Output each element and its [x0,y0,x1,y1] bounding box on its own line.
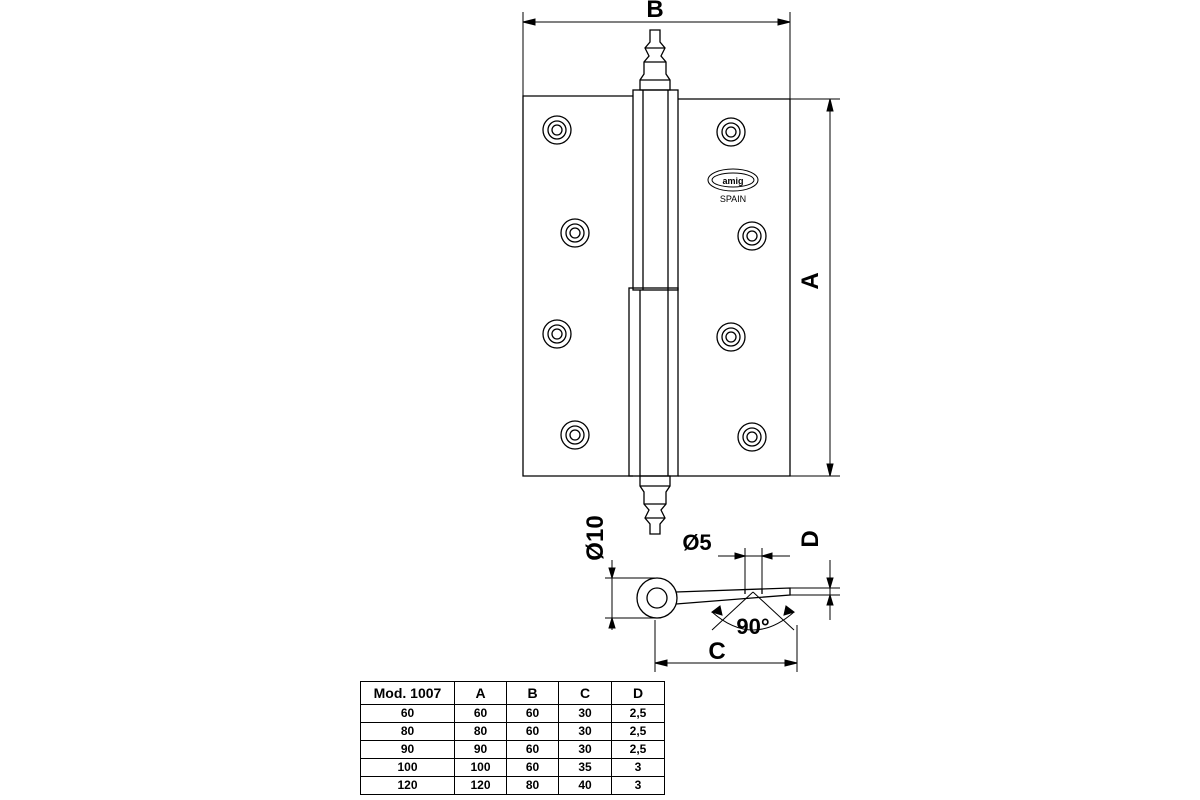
spec-table-row: 80 80 60 30 2,5 [360,722,665,741]
spec-table-cell: 60 [360,704,455,723]
spec-table-cell: 3 [611,776,665,795]
screw-hole [542,115,572,145]
spec-table-cell: 100 [454,758,507,777]
amig-logo [707,168,759,192]
spec-table-row: 90 90 60 30 2,5 [360,740,665,759]
spec-table-cell: 120 [454,776,507,795]
dimension-d [790,560,840,620]
left-leaf [522,95,633,477]
spec-table-header: A [454,681,507,705]
spec-table-cell: 2,5 [611,704,665,723]
screw-hole [716,322,746,352]
spec-table-cell: 60 [454,704,507,723]
label-a: A [797,272,824,289]
spec-table-header: B [506,681,559,705]
spec-table-cell: 30 [558,740,612,759]
spec-table-cell: 60 [506,704,559,723]
label-c: C [708,638,725,665]
spec-table-cell: 2,5 [611,722,665,741]
spec-table-cell: 80 [454,722,507,741]
spec-table-row: 100 100 60 35 3 [360,758,665,777]
dimension-b [522,12,791,99]
spec-table-cell: 40 [558,776,612,795]
right-leaf [678,98,791,477]
label-angle: 90° [736,614,769,639]
spec-table-cell: 60 [506,740,559,759]
label-d: D [797,530,824,547]
spec-table-cell: 80 [360,722,455,741]
dimension-c [654,620,798,672]
screw-hole [737,422,767,452]
spec-table-row: 60 60 60 30 2,5 [360,704,665,723]
spec-table-header-row: Mod. 1007 A B C D [360,681,665,705]
spec-table-cell: 30 [558,704,612,723]
spec-table-cell: 80 [506,776,559,795]
logo-origin: SPAIN [720,194,746,204]
label-b: B [646,0,663,23]
spec-table-cell: 90 [454,740,507,759]
spec-table-cell: 60 [506,758,559,777]
label-hole-diameter: Ø5 [682,530,711,555]
spec-table-cell: 30 [558,722,612,741]
dimension-angle [710,591,796,631]
screw-hole [716,117,746,147]
spec-table-cell: 100 [360,758,455,777]
dimension-pin-diameter [605,560,657,630]
hinge-knuckle [628,89,679,477]
spec-table-cell: 3 [611,758,665,777]
screw-hole [560,218,590,248]
dimension-a [790,98,840,477]
spec-table-row: 120 120 80 40 3 [360,776,665,795]
spec-table-cell: 120 [360,776,455,795]
bottom-finial [639,475,671,535]
spec-table-cell: 90 [360,740,455,759]
top-finial [639,29,671,91]
logo-brand: amig [722,176,743,186]
spec-table-header: D [611,681,665,705]
spec-table-cell: 60 [506,722,559,741]
screw-hole [737,221,767,251]
spec-table: Mod. 1007 A B C D 60 60 60 30 2,5 80 80 … [360,681,665,795]
spec-table-cell: 2,5 [611,740,665,759]
screw-hole [542,319,572,349]
screw-hole [560,420,590,450]
dimension-hole-diameter [718,548,790,592]
label-pin-diameter: Ø10 [582,515,609,560]
spec-table-header: Mod. 1007 [360,681,455,705]
spec-table-header: C [558,681,612,705]
spec-table-cell: 35 [558,758,612,777]
